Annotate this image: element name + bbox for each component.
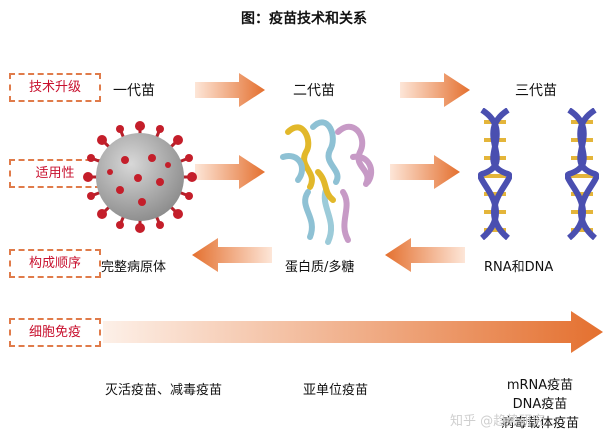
dna-helix-left [478, 108, 512, 240]
vaccine-dna: DNA疫苗 [512, 397, 568, 412]
arrow-right-applicability-2 [390, 155, 460, 189]
arrow-right-gen2-to-gen3 [400, 73, 470, 107]
generation-2-label: 二代苗 [293, 83, 335, 99]
watermark: 知乎 @趋势研究 [450, 414, 546, 429]
category-cellular-immunity: 细胞免疫 [9, 318, 101, 347]
generation-1-label: 一代苗 [113, 83, 155, 99]
category-tech-upgrade: 技术升级 [9, 73, 101, 102]
component-protein-polysaccharide: 蛋白质/多糖 [285, 260, 355, 275]
diagram-title: 图：疫苗技术和关系 [241, 11, 367, 27]
vaccine-gen2-types: 亚单位疫苗 [303, 383, 369, 398]
dna-helix-right [565, 108, 599, 240]
category-composition-order: 构成顺序 [9, 249, 101, 278]
arrow-right-applicability-1 [195, 155, 265, 189]
vaccine-mrna: mRNA疫苗 [506, 378, 574, 393]
arrow-left-composition-2 [385, 238, 465, 272]
vaccine-viral-vector: 病毒载体疫苗 [500, 416, 579, 431]
arrow-left-composition-1 [192, 238, 272, 272]
vaccine-gen1-types: 灭活疫苗、减毒疫苗 [105, 383, 223, 398]
component-rna-dna: RNA和DNA [484, 260, 554, 275]
arrow-cellular-immunity [103, 311, 603, 353]
component-whole-pathogen: 完整病原体 [101, 260, 167, 275]
protein-illustration [280, 119, 375, 245]
virus-illustration [83, 121, 197, 233]
arrow-right-gen1-to-gen2 [195, 73, 265, 107]
vaccine-gen3-types: mRNA疫苗 DNA疫苗 病毒载体疫苗 [475, 376, 605, 433]
generation-3-label: 三代苗 [515, 83, 557, 99]
